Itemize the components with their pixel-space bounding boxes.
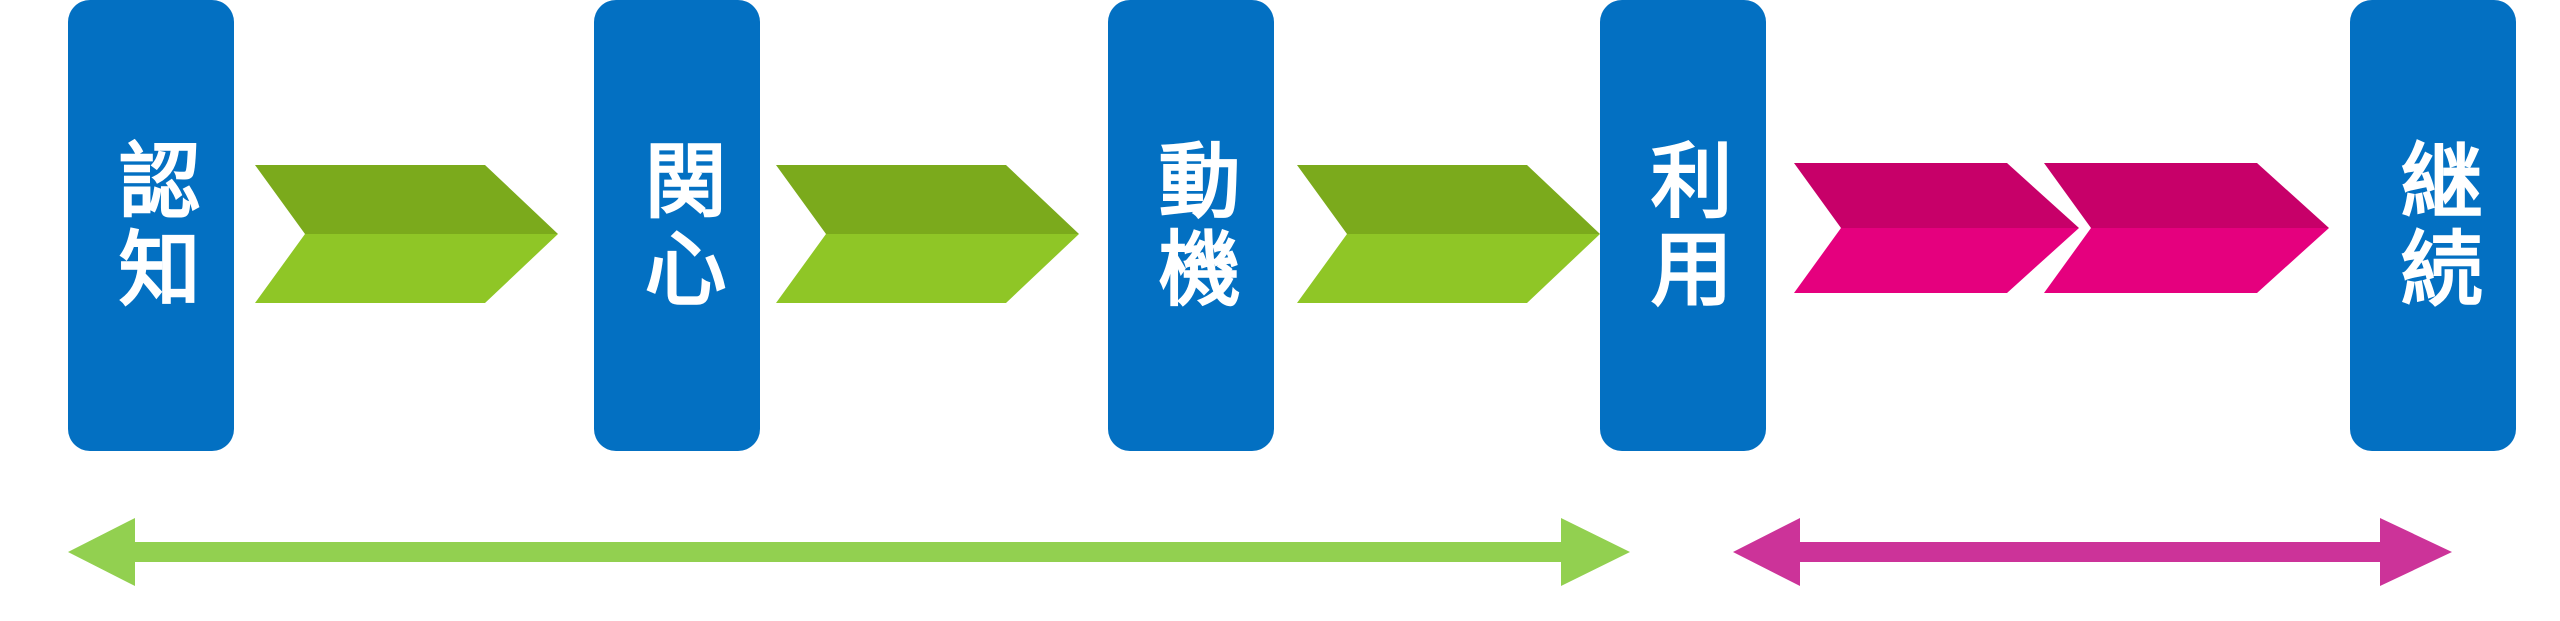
pink-bracket-right-head [2380, 518, 2452, 586]
green-bracket-right-head [1561, 518, 1630, 586]
stage-box-usage: 利用 [1600, 0, 1766, 451]
pink-chevron-1-top [1794, 163, 2079, 228]
pink-chevron-2-bottom [2044, 228, 2329, 293]
stage-label-retention: 継続 [2386, 137, 2482, 314]
pink-chevron-2-top [2044, 163, 2329, 228]
pink-bracket-left-head [1733, 518, 1800, 586]
stage-label-motivation: 動機 [1144, 137, 1240, 314]
stage-box-motivation: 動機 [1108, 0, 1274, 451]
pink-chevron-2 [2044, 163, 2329, 293]
stage-label-usage: 利用 [1636, 137, 1732, 314]
green-chevron-3-bottom [1297, 234, 1600, 303]
green-chevron-2-top [776, 165, 1079, 234]
stage-label-awareness: 認知 [104, 137, 200, 314]
green-chevron-1-bottom [255, 234, 558, 303]
green-bracket-left-head [68, 518, 135, 586]
pink-bracket-shaft [1795, 542, 2385, 562]
stage-box-interest: 関心 [594, 0, 760, 451]
pink-chevron-1-bottom [1794, 228, 2079, 293]
green-chevron-2-bottom [776, 234, 1079, 303]
pink-bracket-arrow [1733, 518, 2452, 586]
green-bracket-shaft [130, 542, 1566, 562]
green-bracket-arrow [68, 518, 1630, 586]
pink-chevron-1 [1794, 163, 2079, 293]
green-chevron-1 [255, 165, 558, 303]
stage-box-awareness: 認知 [68, 0, 234, 451]
green-chevron-1-top [255, 165, 558, 234]
stage-box-retention: 継続 [2350, 0, 2516, 451]
green-chevron-2 [776, 165, 1079, 303]
green-chevron-3 [1297, 165, 1600, 303]
stage-label-interest: 関心 [630, 137, 726, 314]
green-chevron-3-top [1297, 165, 1600, 234]
